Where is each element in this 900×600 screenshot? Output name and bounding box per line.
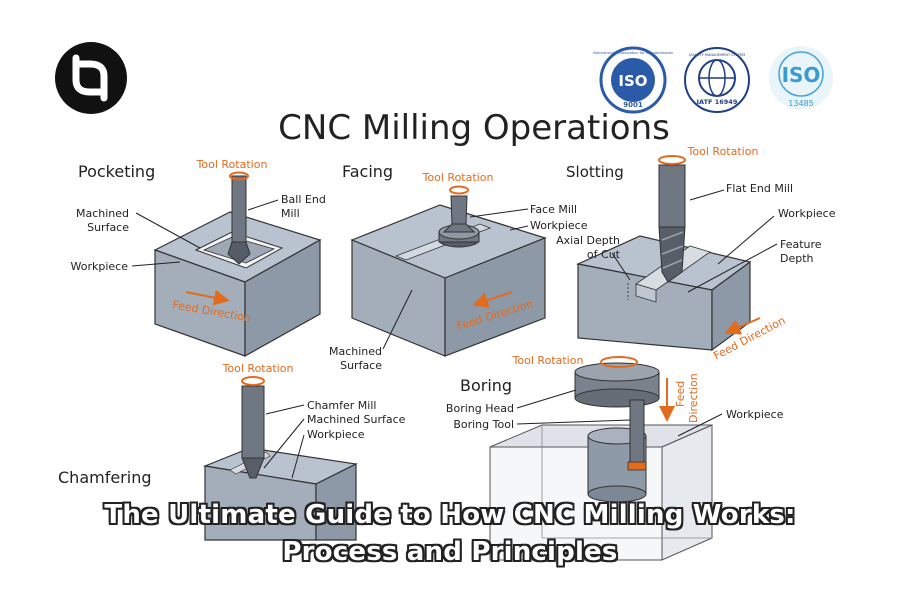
boring-tool-rotation: Tool Rotation bbox=[512, 354, 584, 367]
facing-heading: Facing bbox=[342, 162, 393, 181]
facing-section: Facing Tool Rotation Face Mill Workpiece… bbox=[329, 162, 588, 372]
chamfering-section: Chamfering Tool Rotation Chamfer Mill Ma… bbox=[58, 362, 406, 541]
slotting-heading: Slotting bbox=[566, 163, 624, 181]
slotting-workpiece: Workpiece bbox=[778, 207, 836, 220]
facing-machined-1: Machined bbox=[329, 345, 382, 358]
boring-workpiece: Workpiece bbox=[726, 408, 784, 421]
facing-face-mill: Face Mill bbox=[530, 203, 577, 216]
slotting-section: Slotting Tool Rotation Flat End Mill Wor… bbox=[556, 145, 836, 363]
badge-2-ring: QUALITY MANAGEMENT SYSTEM bbox=[689, 53, 745, 57]
chamfering-mill: Chamfer Mill bbox=[307, 399, 376, 412]
page-title: CNC Milling Operations bbox=[278, 108, 670, 148]
boring-rotation-icon bbox=[600, 356, 638, 368]
boring-feed-1: Feed bbox=[674, 381, 687, 407]
facing-tool-rotation: Tool Rotation bbox=[422, 171, 494, 184]
boring-feed-2: Direction bbox=[687, 373, 700, 423]
pocketing-heading: Pocketing bbox=[78, 162, 155, 181]
facing-rotation-icon bbox=[449, 185, 469, 195]
chamfering-rotation-icon bbox=[241, 376, 265, 386]
pocketing-rotation-icon bbox=[229, 171, 249, 181]
chamfering-workpiece: Workpiece bbox=[307, 428, 365, 441]
chamfering-machined: Machined Surface bbox=[307, 413, 406, 426]
boring-tool-label: Boring Tool bbox=[453, 418, 514, 431]
slotting-feature-1: Feature bbox=[780, 238, 822, 251]
chamfering-heading: Chamfering bbox=[58, 468, 152, 487]
iatf-badge: IATF 16949 QUALITY MANAGEMENT SYSTEM bbox=[684, 47, 750, 113]
slotting-rotation-icon bbox=[658, 155, 686, 165]
boring-heading: Boring bbox=[460, 376, 512, 395]
pocketing-tool-rotation: Tool Rotation bbox=[196, 158, 268, 171]
pocketing-machined-1: Machined bbox=[76, 207, 129, 220]
pocketing-section: Pocketing Tool Rotation Ball End Mill Ma… bbox=[71, 158, 326, 358]
pocketing-machined-2: Surface bbox=[87, 221, 129, 234]
slotting-tool-rotation: Tool Rotation bbox=[687, 145, 759, 158]
boring-head-label: Boring Head bbox=[446, 402, 514, 415]
facing-workpiece: Workpiece bbox=[530, 219, 588, 232]
caption-line-2: Process and Principles bbox=[282, 537, 618, 567]
slotting-feature-2: Depth bbox=[780, 252, 814, 265]
iso-13485-badge: ISO 13485 bbox=[769, 46, 833, 110]
badge-1-ring: International Organization for Standardi… bbox=[593, 51, 673, 55]
badge-3-sub: 13485 bbox=[788, 99, 813, 108]
badge-1-main: ISO bbox=[618, 72, 647, 90]
iso-9001-badge: ISO 9001 International Organization for … bbox=[593, 46, 673, 114]
badge-3-main: ISO bbox=[782, 63, 821, 87]
badge-2-sub: IATF 16949 bbox=[697, 98, 738, 106]
chamfering-tool-rotation: Tool Rotation bbox=[222, 362, 294, 375]
pocketing-workpiece: Workpiece bbox=[71, 260, 129, 273]
pocketing-ball-end-2: Mill bbox=[281, 207, 300, 220]
pocketing-ball-end-1: Ball End bbox=[281, 193, 326, 206]
boring-section: Boring Tool Rotation Feed Direction Work… bbox=[446, 354, 784, 561]
caption-line-1: The Ultimate Guide to How CNC Milling Wo… bbox=[104, 500, 796, 530]
facing-machined-2: Surface bbox=[340, 359, 382, 372]
slotting-axial-2: of Cut bbox=[587, 248, 621, 261]
slotting-flat-end: Flat End Mill bbox=[726, 182, 793, 195]
badge-1-sub: 9001 bbox=[623, 101, 643, 109]
company-logo bbox=[55, 42, 127, 114]
slotting-axial-1: Axial Depth bbox=[556, 234, 620, 247]
